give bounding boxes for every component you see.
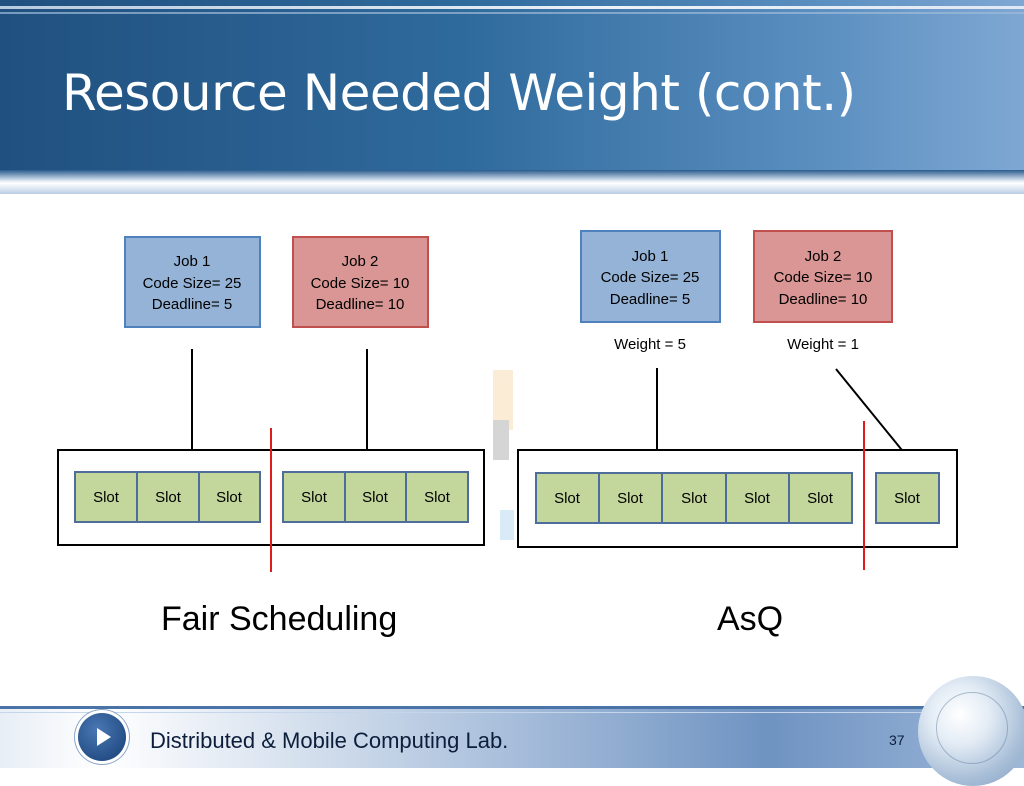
left-job2-code-size: Code Size= 10: [311, 275, 410, 292]
scheduling-diagram: Job 1 Code Size= 25 Deadline= 5 Job 2 Co…: [57, 230, 958, 572]
right-job1-code-size: Code Size= 25: [601, 269, 700, 286]
title-banner-highlight-2: [0, 12, 1024, 14]
right-job1-deadline: Deadline= 5: [610, 291, 690, 308]
slot-label: Slot: [807, 490, 834, 507]
slot: [788, 472, 853, 524]
right-job2-code-size: Code Size= 10: [774, 269, 873, 286]
slot-label: Slot: [554, 490, 581, 507]
slot: [661, 472, 727, 524]
slot-label: Slot: [744, 490, 771, 507]
slot: [405, 471, 469, 523]
footer-bar: [0, 706, 1024, 768]
slot-label: Slot: [216, 489, 243, 506]
right-job2-box: Job 2 Code Size= 10 Deadline= 10: [753, 230, 893, 323]
slot: [875, 472, 940, 524]
slot: [198, 471, 261, 523]
slot-label: Slot: [681, 490, 708, 507]
play-icon[interactable]: [78, 713, 126, 761]
background-watermark: [493, 370, 514, 540]
left-job1-box: Job 1 Code Size= 25 Deadline= 5: [124, 236, 261, 328]
left-job2-title: Job 2: [342, 253, 379, 270]
right-job2-deadline: Deadline= 10: [779, 291, 868, 308]
left-job1-code-size: Code Size= 25: [143, 275, 242, 292]
slot-label: Slot: [301, 489, 328, 506]
slot-label: Slot: [362, 489, 389, 506]
slide-title: Resource Needed Weight (cont.): [62, 64, 856, 122]
right-job1-weight: Weight = 5: [614, 336, 686, 353]
right-job1-box: Job 1 Code Size= 25 Deadline= 5: [580, 230, 721, 323]
globe-icon: [918, 676, 1024, 786]
right-job2-weight: Weight = 1: [787, 336, 859, 353]
title-banner: [0, 0, 1024, 194]
right-slot-group-1: Slot Slot Slot Slot Slot: [535, 472, 853, 524]
title-banner-highlight: [0, 6, 1024, 9]
left-slot-group-2: Slot Slot Slot: [282, 471, 469, 523]
slot: [282, 471, 346, 523]
slot: [598, 472, 663, 524]
fair-scheduling-panel: Job 1 Code Size= 25 Deadline= 5 Job 2 Co…: [57, 236, 485, 572]
right-job2-title: Job 2: [805, 248, 842, 265]
slot-label: Slot: [155, 489, 182, 506]
slot: [136, 471, 200, 523]
footer-top-line: [0, 706, 1024, 709]
asq-panel: Job 1 Code Size= 25 Deadline= 5 Job 2 Co…: [517, 230, 958, 570]
slot-label: Slot: [424, 489, 451, 506]
fair-scheduling-caption: Fair Scheduling: [161, 600, 398, 638]
slot-label: Slot: [93, 489, 120, 506]
slot-label: Slot: [894, 490, 921, 507]
left-job2-box: Job 2 Code Size= 10 Deadline= 10: [292, 236, 429, 328]
left-job1-deadline: Deadline= 5: [152, 296, 232, 313]
footer-top-line-2: [0, 712, 1024, 713]
right-slot-group-2: Slot: [875, 472, 940, 524]
slot-label: Slot: [617, 490, 644, 507]
left-slot-group-1: Slot Slot Slot: [74, 471, 261, 523]
right-job1-title: Job 1: [632, 248, 669, 265]
right-job2-arrow: [835, 368, 911, 461]
asq-caption: AsQ: [717, 600, 784, 638]
slide-page-number: 37: [889, 732, 905, 748]
title-banner-bottom-band: [0, 170, 1024, 194]
left-job1-title: Job 1: [174, 253, 211, 270]
footer-lab-name: Distributed & Mobile Computing Lab.: [150, 728, 509, 753]
left-job2-deadline: Deadline= 10: [316, 296, 405, 313]
